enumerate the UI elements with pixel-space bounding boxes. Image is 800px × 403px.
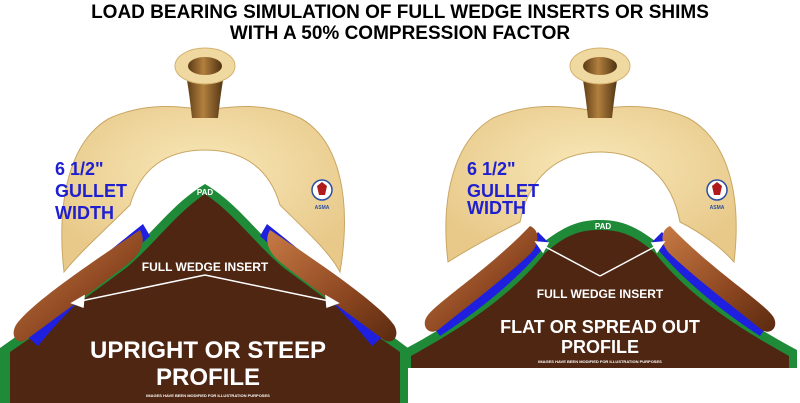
- left-gullet-word: GULLET: [55, 181, 127, 201]
- title-line-2: WITH A 50% COMPRESSION FACTOR: [229, 23, 571, 44]
- right-gullet-word: GULLET: [467, 181, 539, 201]
- left-insert-label: FULL WEDGE INSERT: [142, 260, 269, 274]
- left-pad-label: PAD: [197, 188, 214, 197]
- right-asma-logo: ASMA: [706, 179, 728, 211]
- right-panel: ASMA 6 1/2" GULLET WIDTH PAD FULL WEDGE …: [403, 47, 797, 368]
- right-gullet-width-value: 6 1/2": [467, 159, 516, 179]
- right-disclaimer: IMAGES HAVE BEEN MODIFIED FOR ILLUSTRATI…: [538, 359, 662, 364]
- right-bar-left: [424, 226, 538, 332]
- right-saddle-horn: [569, 47, 631, 118]
- right-pad-label: PAD: [595, 222, 612, 231]
- right-profile-line-1: FLAT OR SPREAD OUT: [500, 317, 700, 337]
- left-horse-back: [10, 194, 400, 403]
- left-bar-right: [267, 230, 397, 342]
- title-line-1: LOAD BEARING SIMULATION OF FULL WEDGE IN…: [91, 2, 709, 23]
- right-profile-line-2: PROFILE: [561, 337, 639, 357]
- left-logo-text: ASMA: [315, 205, 330, 211]
- right-bar-right: [662, 226, 776, 332]
- left-asma-logo: ASMA: [311, 179, 333, 211]
- right-insert-label: FULL WEDGE INSERT: [537, 287, 664, 301]
- left-gullet-width-value: 6 1/2": [55, 159, 104, 179]
- left-panel: ASMA 6 1/2" GULLET WIDTH PAD FULL WEDGE …: [0, 47, 408, 403]
- left-profile-line-1: UPRIGHT OR STEEP: [90, 337, 326, 364]
- left-insert-arrows: [70, 274, 340, 309]
- left-disclaimer: IMAGES HAVE BEEN MODIFIED FOR ILLUSTRATI…: [146, 393, 270, 398]
- right-saddle-tree: [445, 106, 737, 264]
- left-width-word: WIDTH: [55, 203, 114, 223]
- left-bar-left: [13, 230, 143, 342]
- left-saddle-horn: [174, 47, 236, 118]
- left-saddle-tree: [61, 106, 345, 274]
- right-logo-text: ASMA: [710, 205, 725, 211]
- right-width-word: WIDTH: [467, 198, 526, 218]
- diagram-title: LOAD BEARING SIMULATION OF FULL WEDGE IN…: [0, 2, 800, 44]
- right-horse-back: [411, 230, 789, 368]
- right-insert-arrows: [534, 241, 666, 277]
- left-profile-line-2: PROFILE: [156, 364, 260, 391]
